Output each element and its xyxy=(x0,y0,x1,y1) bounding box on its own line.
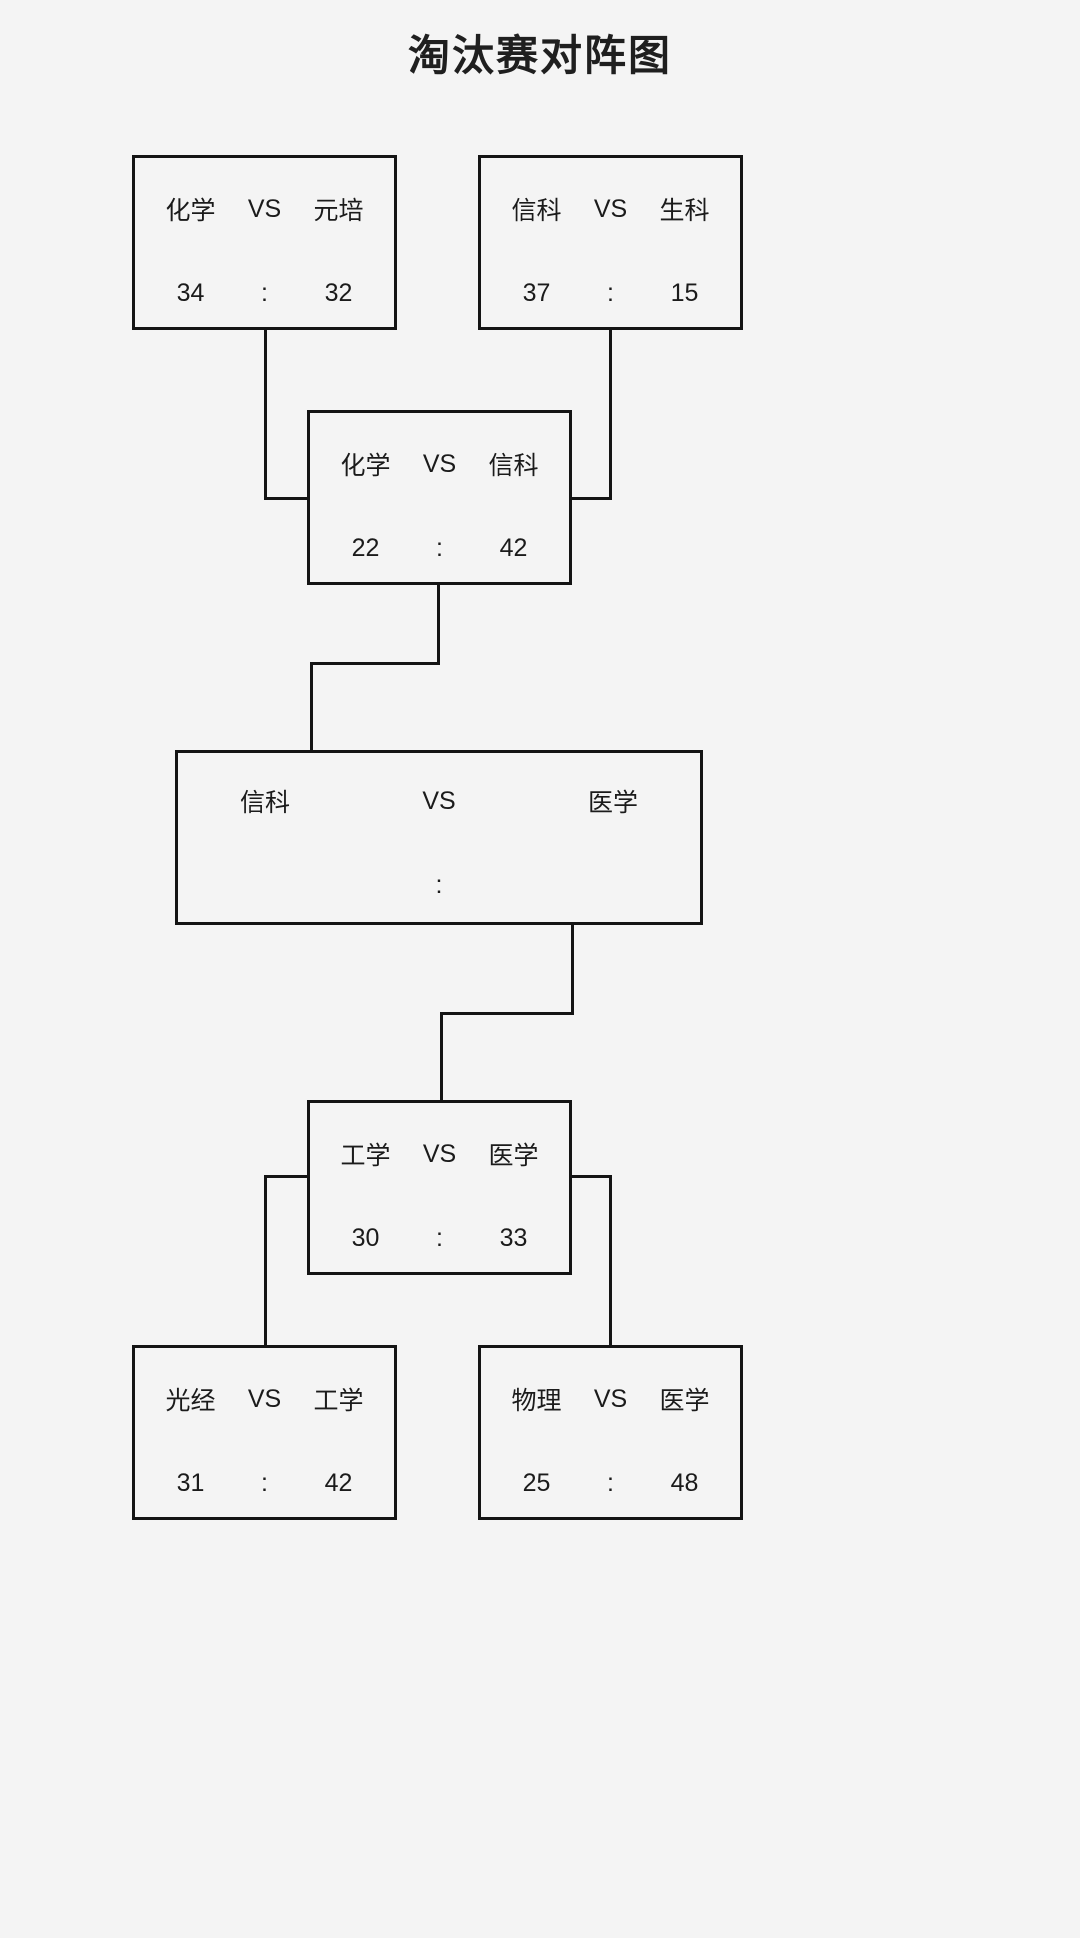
vs-label: VS xyxy=(422,1139,457,1168)
score-a: 30 xyxy=(351,1224,380,1252)
vs-label: VS xyxy=(422,449,457,478)
score-b: 42 xyxy=(499,534,528,562)
connector-sfupper-vertical-a xyxy=(437,585,440,665)
team-b-name: 生科 xyxy=(659,197,710,225)
match-box-qf-bottom-right[interactable]: 物理 VS 医学 25 : 48 xyxy=(478,1345,743,1520)
score-separator: : xyxy=(261,279,268,307)
team-a-name: 化学 xyxy=(165,197,216,225)
score-b: 15 xyxy=(670,279,699,307)
team-b-name: 工学 xyxy=(313,1387,364,1415)
score-row: 25 : 48 xyxy=(481,1469,740,1498)
connector-sflower-right-horizontal xyxy=(566,1175,612,1178)
match-box-qf-bottom-left[interactable]: 光经 VS 工学 31 : 42 xyxy=(132,1345,397,1520)
team-b-name: 信科 xyxy=(488,452,539,480)
team-b-name: 元培 xyxy=(313,197,364,225)
teams-row: 工学 VS 医学 xyxy=(310,1136,569,1172)
score-b: 42 xyxy=(324,1469,353,1497)
team-a-name: 物理 xyxy=(511,1387,562,1415)
teams-row: 物理 VS 医学 xyxy=(481,1381,740,1417)
teams-row: 化学 VS 信科 xyxy=(310,446,569,482)
team-a-name: 光经 xyxy=(165,1387,216,1415)
team-b-name: 医学 xyxy=(488,1142,539,1170)
score-b: 48 xyxy=(670,1469,699,1497)
team-b-name: 医学 xyxy=(659,1387,710,1415)
connector-sflower-left-horizontal xyxy=(264,1175,310,1178)
connector-qfright-vertical xyxy=(609,330,612,500)
score-a: 22 xyxy=(351,534,380,562)
match-box-semifinal-lower[interactable]: 工学 VS 医学 30 : 33 xyxy=(307,1100,572,1275)
match-box-qf-left[interactable]: 化学 VS 元培 34 : 32 xyxy=(132,155,397,330)
vs-label: VS xyxy=(593,194,628,223)
connector-sfupper-horizontal xyxy=(310,662,440,665)
score-a: 31 xyxy=(176,1469,205,1497)
vs-label: VS xyxy=(422,786,456,815)
connector-final-horizontal xyxy=(440,1012,574,1015)
team-a-name: 信科 xyxy=(239,789,290,817)
teams-row: 化学 VS 元培 xyxy=(135,191,394,227)
score-b: 33 xyxy=(499,1224,528,1252)
score-a: 34 xyxy=(176,279,205,307)
score-row: 22 : 42 xyxy=(310,534,569,563)
vs-label: VS xyxy=(247,194,282,223)
score-a: 25 xyxy=(522,1469,551,1497)
score-row: 30 : 33 xyxy=(310,1224,569,1253)
team-a-name: 工学 xyxy=(340,1142,391,1170)
vs-label: VS xyxy=(593,1384,628,1413)
connector-final-vertical-b xyxy=(440,1012,443,1102)
score-row: 34 : 32 xyxy=(135,279,394,308)
vs-label: VS xyxy=(247,1384,282,1413)
connector-final-vertical-a xyxy=(571,925,574,1015)
connector-qfleft-horizontal xyxy=(264,497,310,500)
match-box-qf-right[interactable]: 信科 VS 生科 37 : 15 xyxy=(478,155,743,330)
score-separator: : xyxy=(436,1224,443,1252)
connector-qfright-horizontal xyxy=(566,497,612,500)
connector-sflower-left-vertical xyxy=(264,1175,267,1345)
score-separator: : xyxy=(261,1469,268,1497)
teams-row: 信科 VS 生科 xyxy=(481,191,740,227)
score-separator: : xyxy=(435,871,443,899)
match-box-semifinal-upper[interactable]: 化学 VS 信科 22 : 42 xyxy=(307,410,572,585)
score-separator: : xyxy=(436,534,443,562)
teams-row: 信科 VS 医学 xyxy=(178,783,700,819)
connector-sfupper-vertical-b xyxy=(310,662,313,750)
score-a: 37 xyxy=(522,279,551,307)
score-b: 32 xyxy=(324,279,353,307)
score-separator: : xyxy=(607,1469,614,1497)
team-a-name: 信科 xyxy=(511,197,562,225)
score-separator: : xyxy=(607,279,614,307)
team-a-name: 化学 xyxy=(340,452,391,480)
score-row: : xyxy=(178,871,700,900)
teams-row: 光经 VS 工学 xyxy=(135,1381,394,1417)
score-row: 37 : 15 xyxy=(481,279,740,308)
match-box-final[interactable]: 信科 VS 医学 : xyxy=(175,750,703,925)
page-title: 淘汰赛对阵图 xyxy=(407,32,672,79)
connector-qfleft-vertical xyxy=(264,330,267,500)
connector-sflower-right-vertical xyxy=(609,1175,612,1345)
score-row: 31 : 42 xyxy=(135,1469,394,1498)
team-b-name: 医学 xyxy=(587,789,638,817)
